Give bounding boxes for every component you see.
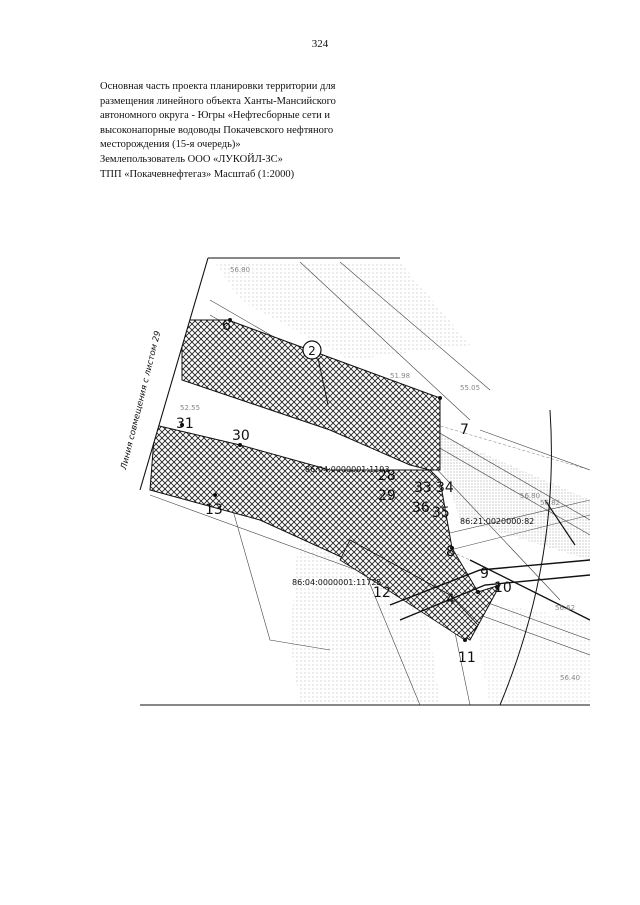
zone-marker-circle: [302, 340, 322, 360]
point-label-31: 31: [176, 416, 194, 432]
point-label-8: 8: [446, 544, 455, 560]
caption-line: размещения линейного объекта Ханты-Манси…: [100, 95, 336, 107]
elevation-label: 56.80: [230, 266, 250, 274]
caption-line: Землепользователь ООО «ЛУКОЙЛ-ЗС»: [100, 153, 283, 165]
point-label-28: 28: [378, 468, 396, 484]
map-content: [149, 261, 590, 705]
point-label-10: 10: [494, 580, 512, 596]
page-number: 324: [311, 38, 329, 50]
point-label-34: 34: [436, 480, 454, 496]
point-label-35: 35: [432, 505, 450, 521]
elevation-label: 56.62: [555, 604, 575, 612]
elevation-label: 52.55: [180, 404, 200, 412]
point-label-12: 12: [373, 585, 391, 601]
point-label-9: 9: [480, 566, 489, 582]
elevation-label: 56.80: [520, 492, 540, 500]
caption-line: автономного округа - Югры «Нефтесборные …: [100, 110, 331, 122]
caption-line: месторождения (15-я очередь)»: [100, 139, 241, 151]
point-label-6: 6: [222, 318, 231, 334]
parcel-label: 86:04:0000001:11725: [292, 578, 382, 587]
document-caption: Основная часть проекта планировки террит…: [100, 80, 390, 182]
parcel-label: 86:04:0000001:1193: [305, 465, 389, 474]
caption-line: высоконапорные водоводы Покачевского неф…: [100, 124, 334, 136]
point-label-4: 4: [446, 592, 455, 608]
elevation-label: 56.82: [540, 499, 560, 507]
caption-line: Основная часть проекта планировки террит…: [100, 81, 336, 92]
point-label-30: 30: [232, 428, 250, 444]
parcel-label: 86:21:0020000:82: [460, 517, 534, 526]
zone-marker-label: 2: [308, 344, 316, 358]
point-label-29: 29: [378, 488, 396, 504]
point-label-13: 13: [205, 502, 223, 518]
elevation-label: 55.05: [460, 384, 480, 392]
elevation-label: 56.40: [560, 674, 580, 682]
point-label-7: 7: [460, 422, 469, 438]
point-label-36: 36: [412, 500, 430, 516]
caption-line: ТПП «Покачевнефтегаз» Масштаб (1:2000): [100, 168, 295, 180]
point-label-11: 11: [458, 650, 476, 666]
elevation-label: 51.98: [390, 372, 410, 380]
point-label-33: 33: [414, 480, 432, 496]
